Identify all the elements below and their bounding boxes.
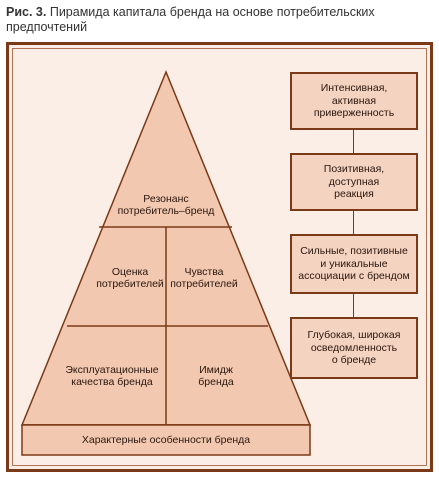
stage-2-line-1: Позитивная, [323,163,385,176]
stage-3-line-1: Сильные, позитивные [300,245,408,258]
imagery-line-2: бренда [198,376,234,388]
pyramid-level-resonance: Резонанс потребитель–бренд [106,186,226,224]
pyramid-level-imagery: Имидж бренда [168,356,264,396]
performance-line-1: Эксплуатационные [65,364,159,376]
figure-title: Пирамида капитала бренда на основе потре… [6,5,375,34]
stage-4-line-2: осведомленность [310,341,398,354]
salience-label: Характерные особенности бренда [81,434,251,446]
stage-1-line-2: активная [331,94,377,107]
figure-caption: Рис. 3. Пирамида капитала бренда на осно… [6,5,426,35]
stage-connector-1 [353,130,354,153]
stage-1-line-3: приверженность [313,107,395,120]
stage-box-1: Интенсивная, активная приверженность [290,72,418,130]
figure-number: Рис. 3. [6,5,47,19]
salience-base [21,424,311,456]
diagram-inner-border [12,48,427,466]
stage-2-line-3: реакция [334,188,374,201]
stage-box-4: Глубокая, широкая осведомленность о брен… [290,317,418,379]
pyramid-level-feelings: Чувства потребителей [168,258,240,298]
stage-connector-2 [353,211,354,234]
stage-3-line-2: и уникальные [320,257,388,270]
stage-connector-3 [353,294,354,317]
judgments-line-2: потребителей [96,278,164,290]
performance-line-2: качества бренда [71,376,153,388]
pyramid-level-salience: Характерные особенности бренда [22,425,310,455]
feelings-line-1: Чувства [184,266,224,278]
imagery-line-1: Имидж [199,364,233,376]
stage-box-3: Сильные, позитивные и уникальные ассоциа… [290,234,418,294]
stage-4-line-3: о бренде [331,354,377,367]
judgments-line-1: Оценка [111,266,149,278]
resonance-line-2: потребитель–бренд [117,205,215,217]
stage-2-line-2: доступная [328,175,380,188]
stage-1-line-1: Интенсивная, [320,82,388,95]
pyramid-level-judgments: Оценка потребителей [96,258,164,298]
stage-4-line-1: Глубокая, широкая [307,329,401,342]
stage-box-2: Позитивная, доступная реакция [290,153,418,211]
resonance-line-1: Резонанс [143,193,189,205]
feelings-line-2: потребителей [170,278,238,290]
pyramid-level-performance: Эксплуатационные качества бренда [60,356,164,396]
stage-3-line-3: ассоциации с брендом [298,270,410,283]
